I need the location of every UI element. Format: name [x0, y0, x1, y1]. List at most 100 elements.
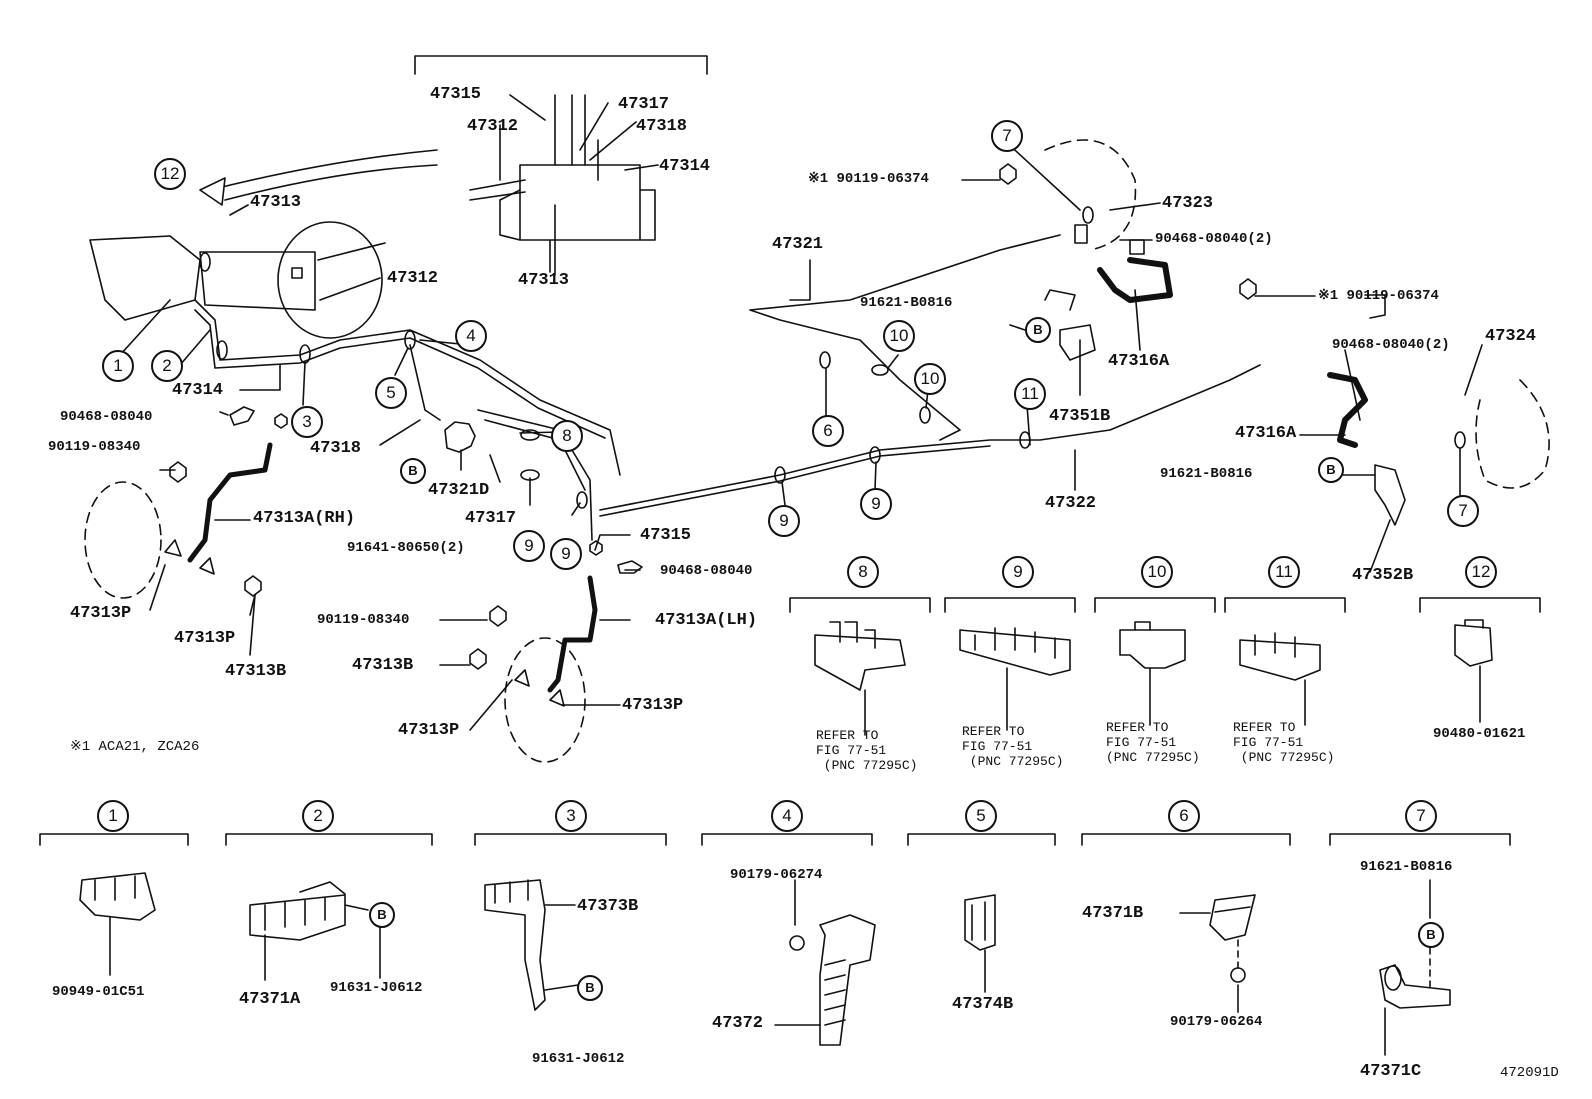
- clamp-11-drawing: [1239, 632, 1321, 726]
- clamp-1-drawing: [79, 872, 156, 976]
- part-label: 47371C: [1360, 1062, 1422, 1081]
- part-label: 91631-J0612: [532, 1051, 625, 1067]
- clamp-set-8-refer: REFER TO FIG 77-51 (PNC 77295C): [816, 728, 918, 773]
- part-label: 47324: [1485, 327, 1537, 346]
- part-label: 47315: [640, 526, 692, 545]
- clamp-set-1-number: 1: [97, 800, 129, 832]
- part-label: 47313P: [398, 721, 460, 740]
- part-label: 47318: [636, 117, 688, 136]
- part-label: 90480-01621: [1433, 726, 1526, 742]
- clamp-2-drawing: [249, 881, 381, 981]
- ref-circle-9: 9: [513, 530, 545, 562]
- part-label: 91621-B0816: [860, 295, 953, 311]
- part-label: 91641-80650(2): [347, 540, 465, 556]
- ref-circle-8: 8: [551, 420, 583, 452]
- clamp-set-11-refer: REFER TO FIG 77-51 (PNC 77295C): [1233, 720, 1335, 765]
- part-label: 47313P: [622, 696, 684, 715]
- part-label: 47313B: [225, 662, 287, 681]
- part-label: 47371A: [239, 990, 301, 1009]
- ref-circle-10: 10: [914, 363, 946, 395]
- front-wheel-right: [504, 637, 586, 763]
- part-label: 90468-08040(2): [1332, 337, 1450, 353]
- part-label: 47321: [772, 235, 824, 254]
- clamp-5-drawing: [964, 894, 996, 993]
- bolt-b-circle: B: [1318, 457, 1344, 483]
- flex-hose-rh: [187, 442, 273, 563]
- part-label: 90949-01C51: [52, 984, 145, 1000]
- rear-brake-line: [599, 364, 1261, 511]
- part-label: 90468-08040: [660, 563, 753, 579]
- part-label: 47317: [465, 509, 517, 528]
- part-label: 47313P: [70, 604, 132, 623]
- ref-circle-9: 9: [550, 538, 582, 570]
- part-label: 47374B: [952, 995, 1014, 1014]
- clamp-10-drawing: [1119, 621, 1186, 726]
- direction-arrow: [209, 149, 438, 191]
- clamp-set-7-number: 7: [1405, 800, 1437, 832]
- clamp-12-drawing: [1454, 619, 1493, 723]
- clamp-set-5-number: 5: [965, 800, 997, 832]
- part-label: 47371B: [1082, 904, 1144, 923]
- part-label: ※1 90119-06374: [1318, 288, 1439, 304]
- clamp-9-drawing: [959, 627, 1071, 731]
- ref-circle-9: 9: [768, 505, 800, 537]
- clamp-set-9-refer: REFER TO FIG 77-51 (PNC 77295C): [962, 724, 1064, 769]
- part-label: 47314: [172, 381, 224, 400]
- bolt-b-circle: B: [369, 902, 395, 928]
- ref-circle-11: 11: [1014, 378, 1046, 410]
- clamp-set-6-number: 6: [1168, 800, 1200, 832]
- part-label: 47372: [712, 1014, 764, 1033]
- bolt-b-circle: B: [577, 975, 603, 1001]
- clamp-6-drawing: [1179, 894, 1256, 1013]
- clamp-3-drawing: [484, 879, 579, 1011]
- clamp-set-4-number: 4: [771, 800, 803, 832]
- ref-circle-9: 9: [860, 488, 892, 520]
- part-label: 47313P: [174, 629, 236, 648]
- clamp-set-12-number: 12: [1465, 556, 1497, 588]
- part-label: 47318: [310, 439, 362, 458]
- rear-drum-left: [1044, 139, 1137, 251]
- part-label: 47313B: [352, 656, 414, 675]
- clamp-set-10-refer: REFER TO FIG 77-51 (PNC 77295C): [1106, 720, 1200, 765]
- part-label: 47351B: [1049, 407, 1111, 426]
- part-label: 90468-08040(2): [1155, 231, 1273, 247]
- brake-booster: [277, 221, 383, 339]
- part-label: 47313: [250, 193, 302, 212]
- clamp-4-drawing: [774, 879, 876, 1046]
- part-label: 47321D: [428, 481, 490, 500]
- clamp-set-8-number: 8: [847, 556, 879, 588]
- part-label: 47317: [618, 95, 670, 114]
- clamp-set-2-number: 2: [302, 800, 334, 832]
- clamp-set-11-number: 11: [1268, 556, 1300, 588]
- flex-hose-rear-a: [1097, 257, 1173, 303]
- front-wheel-left: [84, 481, 162, 599]
- part-label: 47322: [1045, 494, 1097, 513]
- master-cylinder-detail: [499, 164, 656, 241]
- detail-bracket: [414, 55, 708, 75]
- part-label: 90119-08340: [48, 439, 141, 455]
- part-label: 47316A: [1108, 352, 1170, 371]
- part-label: 47323: [1162, 194, 1214, 213]
- bolt-b-circle: B: [1025, 317, 1051, 343]
- part-label: 47352B: [1352, 566, 1414, 585]
- part-label: 91631-J0612: [330, 980, 423, 996]
- ref-circle-6: 6: [812, 415, 844, 447]
- part-label: 47312: [387, 269, 439, 288]
- part-label: 47314: [659, 157, 711, 176]
- part-label: 47313: [518, 271, 570, 290]
- note-text: ※1 ACA21, ZCA26: [70, 739, 200, 755]
- clamp-set-10-number: 10: [1141, 556, 1173, 588]
- part-label: 47316A: [1235, 424, 1297, 443]
- part-label: ※1 90119-06374: [808, 171, 929, 187]
- ref-circle-2: 2: [151, 350, 183, 382]
- ref-circle-7: 7: [1447, 495, 1479, 527]
- ref-circle-5: 5: [375, 377, 407, 409]
- part-label: 90179-06264: [1170, 1014, 1263, 1030]
- ref-circle-3: 3: [291, 406, 323, 438]
- part-label: 90119-08340: [317, 612, 410, 628]
- part-label: 47313A(LH): [655, 611, 758, 630]
- part-label: 90468-08040: [60, 409, 153, 425]
- flex-hose-lh: [547, 575, 598, 693]
- ref-circle-1: 1: [102, 350, 134, 382]
